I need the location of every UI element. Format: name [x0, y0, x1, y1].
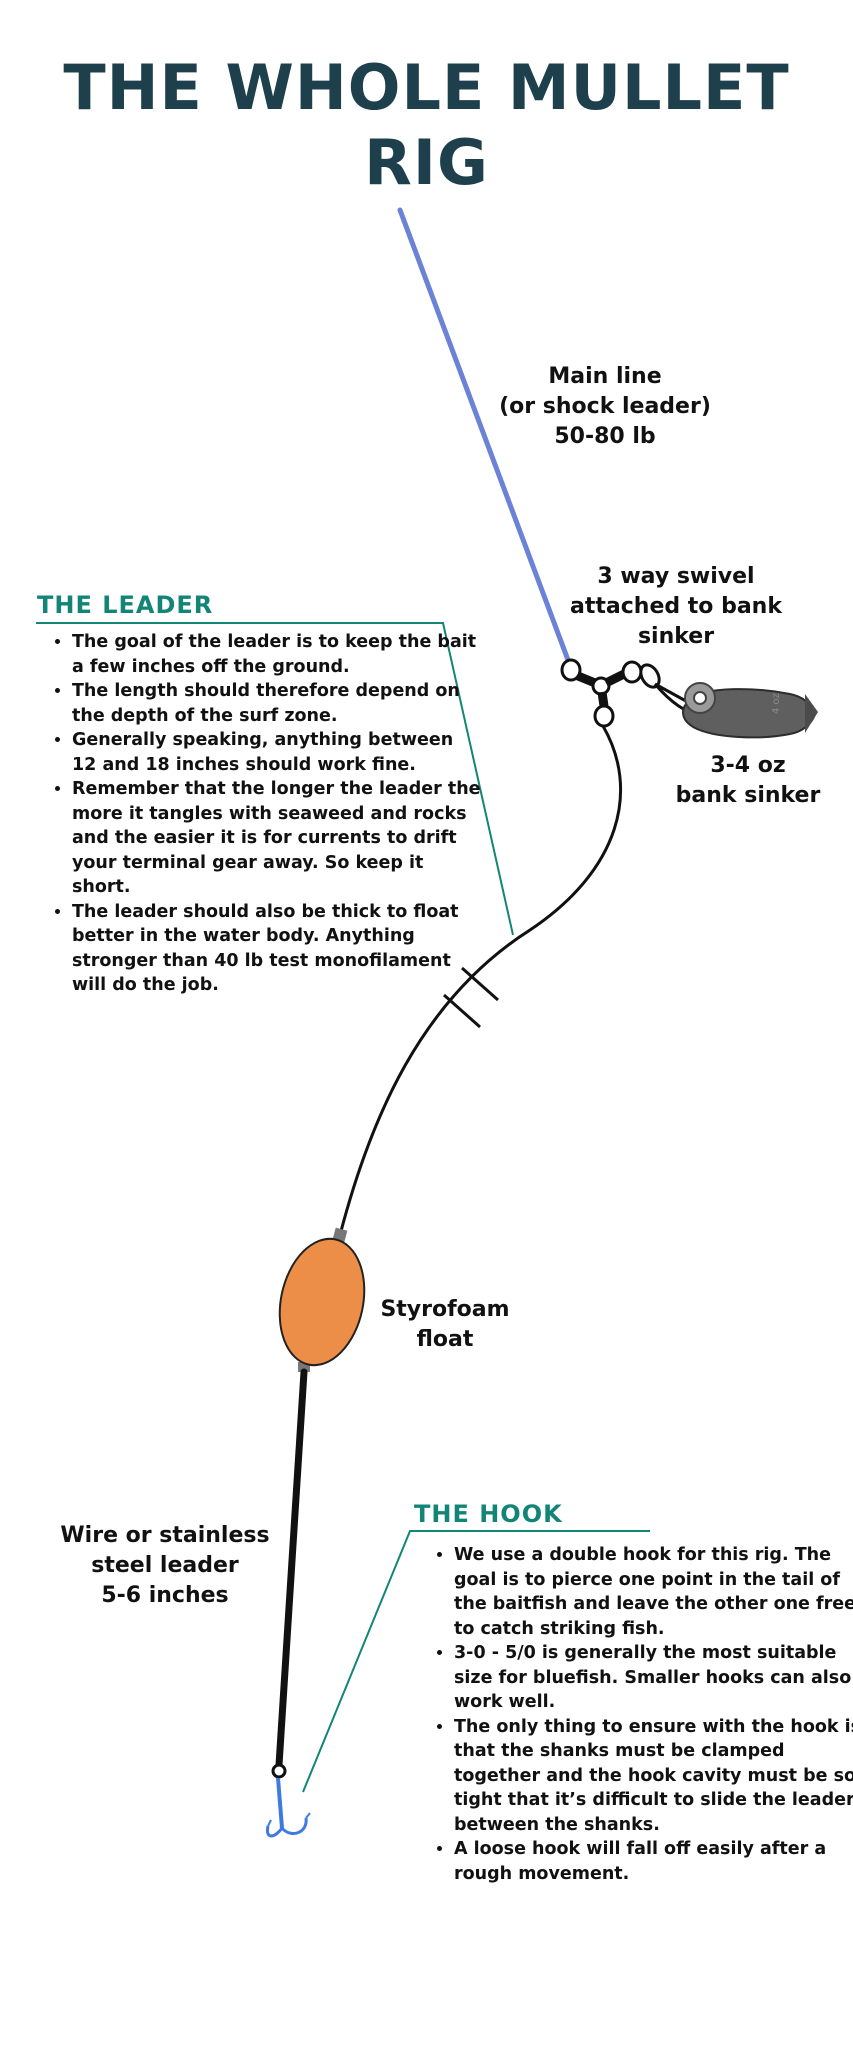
hook-bullet: The only thing to ensure with the hook i…: [454, 1715, 853, 1838]
leader-bullet: The leader should also be thick to float…: [72, 900, 482, 998]
main-line-label-line: Main line: [548, 364, 662, 389]
hook-bullet: A loose hook will fall off easily after …: [454, 1837, 853, 1886]
main-line-label-line: (or shock leader): [499, 394, 711, 419]
hook-bullet: We use a double hook for this rig. The g…: [454, 1543, 853, 1641]
page-title: THE WHOLE MULLET RIG: [0, 50, 853, 200]
title-line-2: RIG: [364, 126, 489, 199]
double-hook-icon: [265, 1763, 311, 1838]
leader-break-mark: [443, 993, 481, 1029]
sinker-label: 3-4 oz bank sinker: [663, 751, 833, 811]
mono-leader: [338, 725, 623, 1236]
sinker-label-line: 3-4 oz: [710, 753, 786, 778]
float-label-line: Styrofoam: [380, 1297, 510, 1322]
sinker-weight-mark: 4 oz: [771, 693, 782, 714]
wire-label-line: steel leader: [91, 1553, 239, 1578]
swivel-label-line: 3 way swivel: [597, 564, 755, 589]
float-label-line: float: [416, 1327, 474, 1352]
leader-bullet-list: The goal of the leader is to keep the ba…: [38, 630, 482, 998]
styrofoam-float-icon: [278, 1227, 366, 1372]
float-label: Styrofoam float: [370, 1295, 520, 1355]
sinker-label-line: bank sinker: [675, 783, 821, 808]
wire-label-line: 5-6 inches: [101, 1583, 229, 1608]
wire-leader-label: Wire or stainless steel leader 5-6 inche…: [55, 1521, 275, 1611]
hook-heading: THE HOOK: [414, 1500, 563, 1528]
hook-callout-line: [302, 1530, 650, 1793]
title-line-1: THE WHOLE MULLET: [63, 51, 790, 124]
leader-heading: THE LEADER: [37, 591, 214, 619]
swivel-label-line: attached to bank: [570, 594, 782, 619]
leader-callout-line: [36, 622, 514, 936]
leader-bullet: The goal of the leader is to keep the ba…: [72, 630, 482, 679]
bank-sinker-icon: 4 oz: [682, 682, 818, 739]
main-line: [397, 207, 571, 663]
wire-label-line: Wire or stainless: [60, 1523, 270, 1548]
leader-break-mark: [461, 966, 499, 1002]
swivel-label-line: sinker: [637, 624, 715, 649]
main-line-label-line: 50-80 lb: [554, 424, 656, 449]
main-line-label: Main line (or shock leader) 50-80 lb: [480, 362, 730, 452]
leader-bullet: The length should therefore depend on th…: [72, 679, 482, 728]
three-way-swivel-icon: [560, 658, 701, 728]
swivel-label: 3 way swivel attached to bank sinker: [556, 562, 796, 652]
wire-leader: [275, 1368, 308, 1769]
leader-bullet: Remember that the longer the leader the …: [72, 777, 482, 900]
leader-bullet: Generally speaking, anything between 12 …: [72, 728, 482, 777]
hook-bullet-list: We use a double hook for this rig. The g…: [420, 1543, 853, 1886]
hook-bullet: 3-0 - 5/0 is generally the most suitable…: [454, 1641, 853, 1715]
